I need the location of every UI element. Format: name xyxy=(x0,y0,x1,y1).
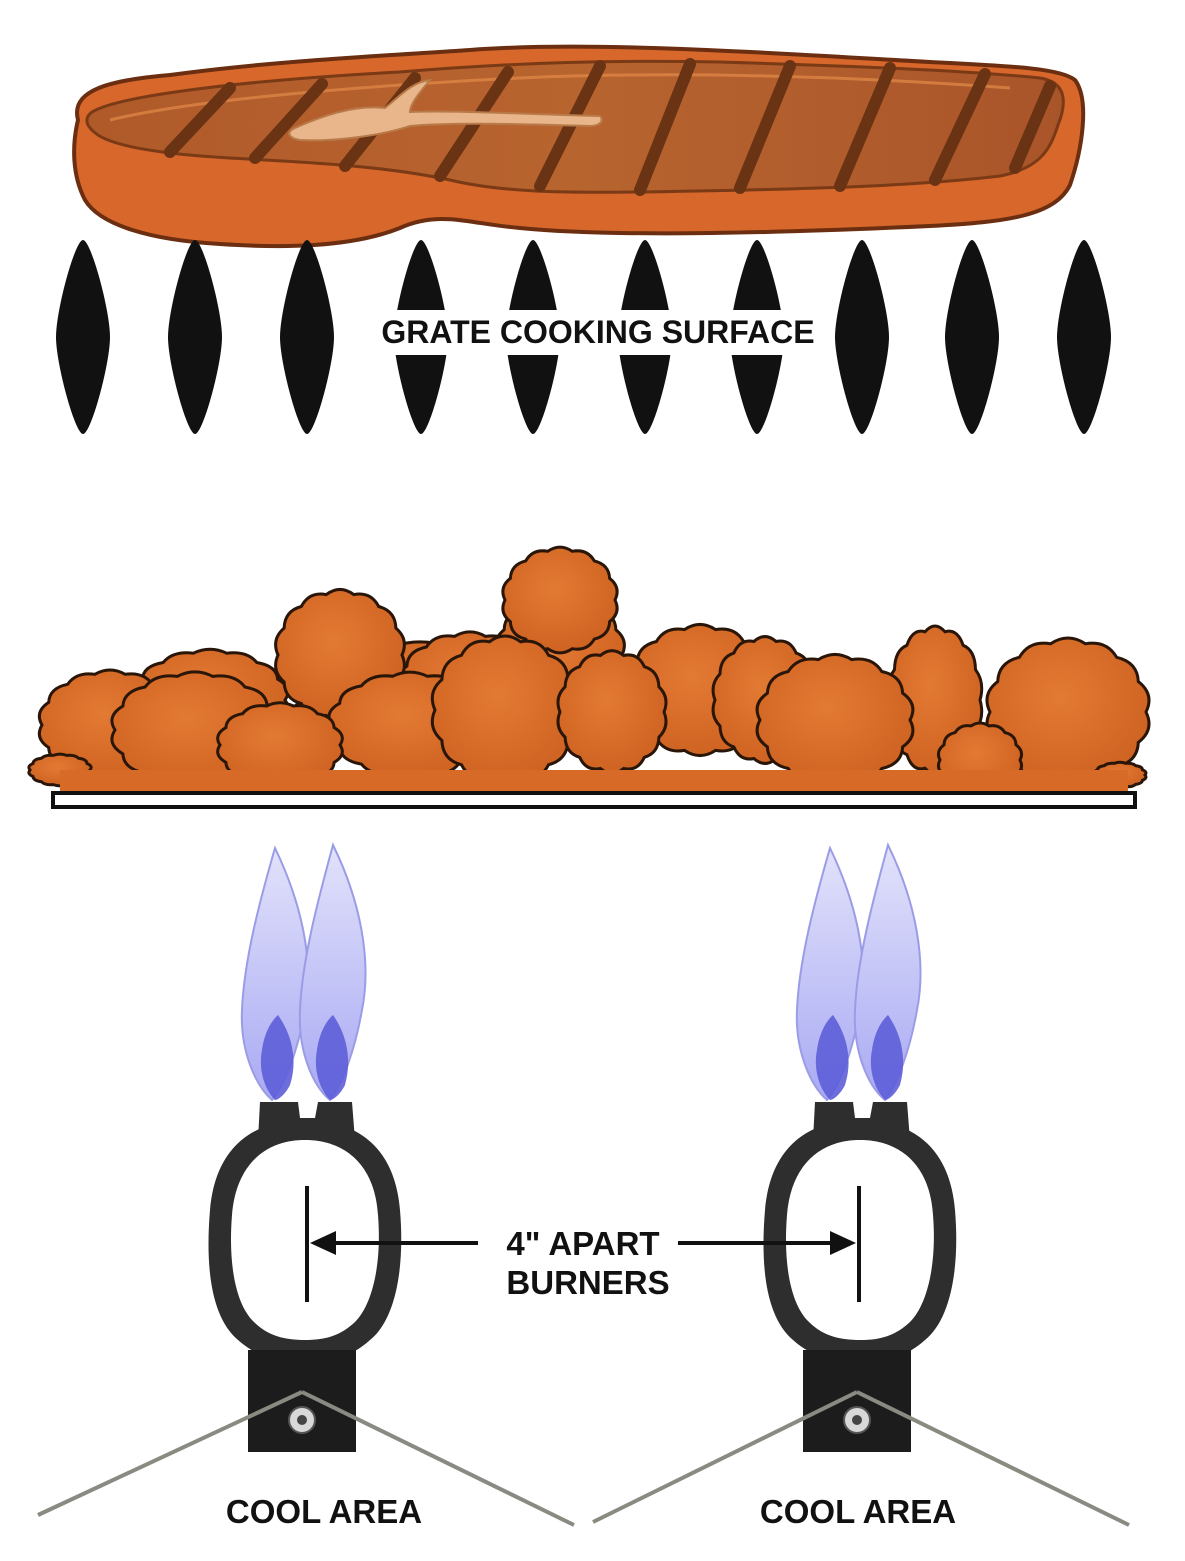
spacing-label-line2: BURNERS xyxy=(506,1264,669,1301)
grate-label-backdrop xyxy=(372,310,824,355)
briquette xyxy=(556,649,668,775)
briquette-cluster xyxy=(27,545,1151,799)
spacing-dimension xyxy=(305,1186,861,1302)
grate-label: GRATE COOKING SURFACE xyxy=(381,314,814,350)
heat-deflector xyxy=(37,1390,575,1527)
steak-illustration xyxy=(72,44,1086,249)
briquette xyxy=(501,545,619,655)
heat-deflector xyxy=(592,1390,1130,1527)
grate-bar xyxy=(56,240,110,434)
burner-left xyxy=(37,842,575,1527)
spacing-label-line1: 4" APART xyxy=(506,1225,659,1262)
grate-bar xyxy=(945,240,999,434)
burner-ring xyxy=(208,1102,402,1452)
burner-ring xyxy=(763,1102,957,1452)
cool-area-label-right: COOL AREA xyxy=(760,1493,956,1530)
briquette-tray xyxy=(51,791,1137,809)
steak-fat xyxy=(288,78,603,142)
arrowhead-right xyxy=(830,1231,856,1255)
briquette-bed xyxy=(60,770,1128,792)
briquette xyxy=(755,652,915,788)
burner-right xyxy=(592,842,1130,1527)
grate-bar xyxy=(1057,240,1111,434)
briquette xyxy=(430,634,580,786)
grate-bar xyxy=(835,240,889,434)
gas-flame xyxy=(795,842,922,1102)
grate-bars xyxy=(56,240,1111,434)
grate-bar xyxy=(168,240,222,434)
grate-bar xyxy=(280,240,334,434)
cool-area-label-left: COOL AREA xyxy=(226,1493,422,1530)
arrowhead-left xyxy=(310,1231,336,1255)
gas-flame xyxy=(240,842,367,1102)
